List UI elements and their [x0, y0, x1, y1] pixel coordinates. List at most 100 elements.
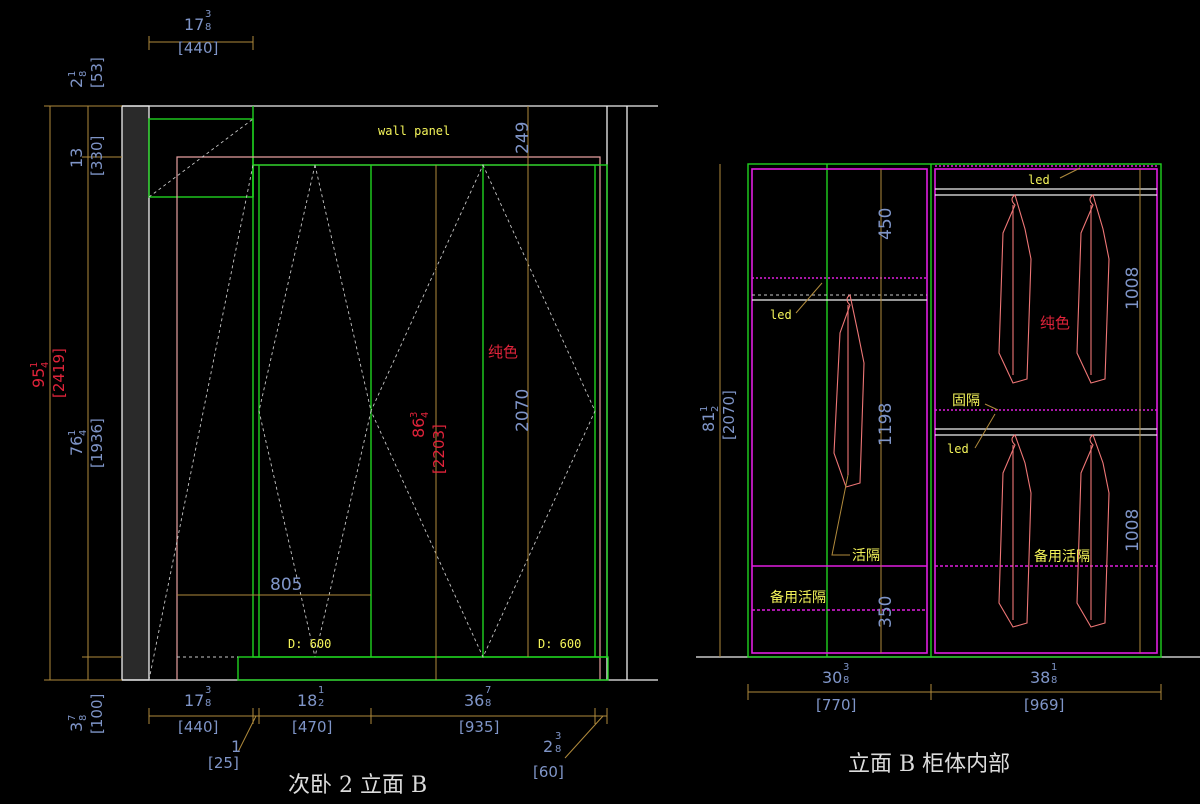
dim-top-width: 17 3 8 [440]: [178, 9, 218, 57]
svg-text:36: 36: [464, 691, 484, 710]
svg-text:3: 3: [555, 731, 561, 742]
svg-text:2: 2: [67, 78, 86, 88]
svg-text:8: 8: [78, 715, 89, 721]
svg-text:1: 1: [67, 71, 78, 77]
dim-805: 805: [270, 575, 302, 595]
led-leader-2: [795, 282, 823, 314]
trim-frame: [176, 156, 601, 680]
movable-shelf-leader: [831, 474, 850, 556]
svg-text:3: 3: [205, 9, 211, 20]
svg-text:[53]: [53]: [88, 57, 106, 88]
svg-text:[25]: [25]: [208, 754, 239, 772]
solid-color-label-right: 纯色: [1040, 314, 1070, 332]
led-label-left: led: [770, 308, 792, 322]
dim-door-height: 86 3 4 [2203]: [409, 412, 448, 474]
svg-text:4: 4: [78, 430, 89, 436]
open-cabinet-dashed: [148, 164, 254, 681]
dim-450: 450: [876, 208, 896, 240]
svg-text:2: 2: [710, 406, 721, 412]
svg-text:86: 86: [409, 418, 428, 438]
svg-text:8: 8: [485, 698, 491, 709]
dim-top-gap: 2 1 8 [53]: [67, 57, 106, 88]
hanging-garment-3: [1076, 194, 1110, 384]
dim-1008-bottom: 1008: [1123, 509, 1143, 552]
svg-text:3: 3: [409, 412, 420, 418]
fixed-shelf-leader: [984, 403, 999, 411]
led-leader-3: [974, 413, 996, 449]
dim-2070: 2070: [513, 389, 533, 432]
hanging-garment-5: [1076, 434, 1110, 628]
right-elevation: led led led 纯色 固隔 活隔 备用活隔 备用活隔 450 1198 …: [696, 163, 1200, 777]
right-bay: [934, 168, 1158, 654]
svg-text:[969]: [969]: [1024, 696, 1064, 714]
svg-text:1: 1: [67, 430, 78, 436]
svg-text:[2203]: [2203]: [430, 424, 448, 474]
door-pattern-3: [370, 163, 596, 659]
left-elevation: wall panel 纯色 D: 600 D: 600 805 249 2070…: [29, 9, 658, 798]
spare-movable-label-right: 备用活隔: [1034, 548, 1090, 565]
svg-text:8: 8: [1051, 675, 1057, 686]
svg-text:[100]: [100]: [88, 694, 106, 734]
hanging-garment-4: [998, 434, 1032, 628]
svg-text:[470]: [470]: [292, 718, 332, 736]
led-leader-1: [1059, 167, 1081, 179]
depth-right-label: D: 600: [538, 637, 581, 651]
upper-dashed: [148, 118, 254, 198]
dim-mid: 76 1 4 [1936]: [67, 418, 106, 468]
svg-text:1: 1: [318, 685, 324, 696]
wall-panel-label: wall panel: [378, 124, 450, 138]
hanging-garment-2: [998, 194, 1032, 384]
svg-text:3: 3: [67, 722, 86, 732]
svg-text:7: 7: [67, 715, 78, 721]
dim-60: 2 3 8 [60]: [533, 731, 564, 781]
wall-column: [121, 105, 150, 681]
svg-text:81: 81: [699, 412, 718, 432]
dim-total: 95 1 4 [2419]: [29, 348, 68, 398]
dim-249: 249: [513, 122, 533, 154]
svg-text:38: 38: [1030, 668, 1050, 687]
right-elevation-title: 立面 B 柜体内部: [848, 752, 1010, 777]
svg-text:76: 76: [67, 436, 86, 456]
cabinet-outer: [747, 163, 1162, 658]
leader-25: [237, 715, 257, 753]
dim-1198: 1198: [876, 403, 896, 446]
svg-text:8: 8: [78, 71, 89, 77]
svg-text:4: 4: [40, 362, 51, 368]
spare-movable-label-left: 备用活隔: [770, 589, 826, 606]
svg-text:17: 17: [184, 15, 204, 34]
dim-bottom-935: 36 7 8 [935]: [459, 685, 499, 736]
svg-text:3: 3: [205, 685, 211, 696]
svg-text:[770]: [770]: [816, 696, 856, 714]
dim-cabinet-height: 81 1 2 [2070]: [699, 390, 738, 440]
svg-text:8: 8: [205, 22, 211, 33]
led-label-mid: led: [947, 442, 969, 456]
svg-text:[440]: [440]: [178, 39, 218, 57]
hanging-garment-1: [833, 294, 865, 488]
dim-1008-top: 1008: [1123, 267, 1143, 310]
svg-text:95: 95: [29, 368, 48, 388]
svg-text:1: 1: [1051, 662, 1057, 673]
wardrobe-doors-frame: [252, 164, 608, 658]
svg-text:[935]: [935]: [459, 718, 499, 736]
svg-text:[440]: [440]: [178, 718, 218, 736]
dim-25: 1 [25]: [208, 737, 241, 772]
svg-text:[2419]: [2419]: [50, 348, 68, 398]
svg-text:17: 17: [184, 691, 204, 710]
svg-text:2: 2: [543, 737, 553, 756]
svg-text:7: 7: [485, 685, 491, 696]
svg-text:4: 4: [420, 412, 431, 418]
dim-bottom-969: 38 1 8 [969]: [1024, 662, 1064, 714]
dim-350: 350: [876, 596, 896, 628]
dim-base: 3 7 8 [100]: [67, 694, 106, 734]
left-bay: [751, 168, 928, 654]
dim-bottom-770: 30 3 8 [770]: [816, 662, 856, 714]
svg-text:1: 1: [231, 737, 241, 756]
movable-shelf-label: 活隔: [852, 548, 880, 564]
svg-text:[330]: [330]: [88, 136, 106, 176]
svg-text:8: 8: [205, 698, 211, 709]
svg-text:[1936]: [1936]: [88, 418, 106, 468]
dim-bottom-440: 17 3 8 [440]: [178, 685, 218, 736]
dim-bottom-470: 18 1 2 [470]: [292, 685, 332, 736]
door-pattern-2: [314, 164, 372, 658]
